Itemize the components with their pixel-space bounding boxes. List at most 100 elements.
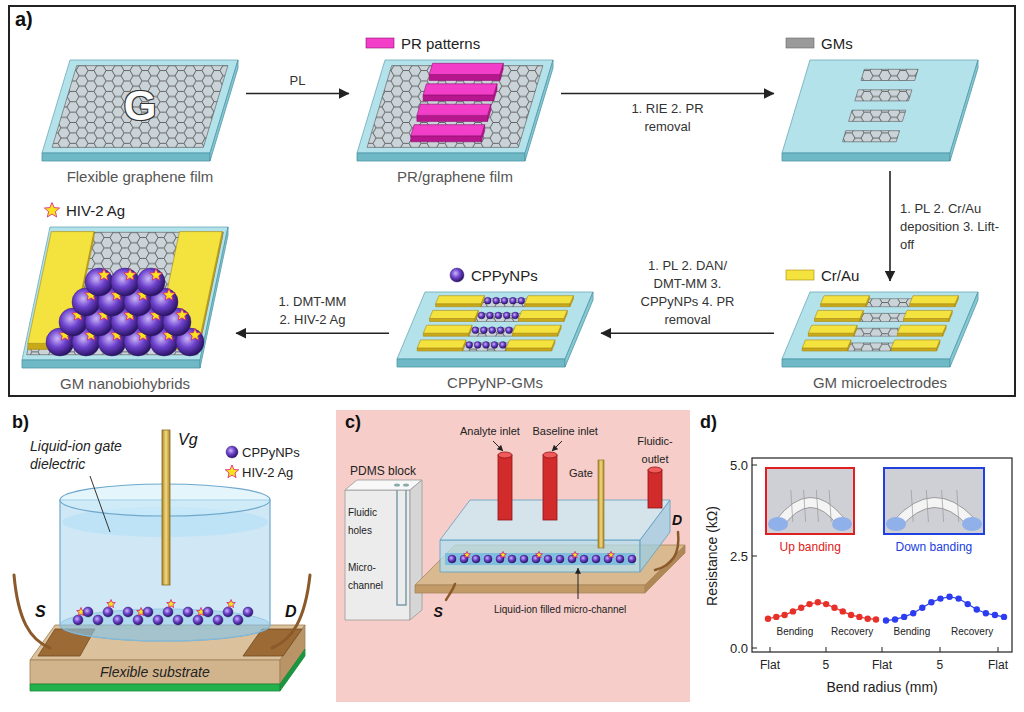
label-box: Recovery: [951, 621, 993, 639]
fluidic-port: [543, 455, 557, 520]
stage-illustration: [395, 287, 595, 371]
sheet-line: [926, 490, 928, 522]
stage-caption: CPPyNP-GMs: [447, 374, 543, 391]
data-point: [910, 610, 916, 616]
label-box: Recovery: [831, 621, 873, 639]
process-arrow: [236, 332, 389, 334]
pdms-front: [345, 490, 410, 620]
fluidic-port-top: [648, 467, 662, 473]
antigen-star: [176, 309, 188, 321]
electrode: [802, 340, 851, 348]
graphene-film: [367, 66, 543, 148]
electrode-front: [897, 333, 942, 336]
text-slot: CPPyNPs: [435, 267, 538, 284]
label-box: d): [700, 412, 717, 433]
figure-label: Liquid-ion filled micro-channel: [494, 604, 626, 615]
label-box: Gate: [569, 463, 593, 481]
label-box: Resistance (kΩ): [703, 506, 721, 606]
electrode-front: [430, 319, 475, 322]
nanoparticle: [143, 607, 153, 617]
electrode: [815, 310, 864, 318]
label-box: Flat: [760, 655, 780, 673]
step-label-box: 1. PL 2. Cr/Au deposition 3. Lift-off: [898, 199, 1002, 253]
stage-illustration: [780, 287, 980, 371]
nanoparticle: [544, 555, 552, 563]
label-box: Fluidic-outlet: [624, 431, 686, 467]
nanoparticle: [163, 607, 173, 617]
axis-tick: [770, 647, 771, 652]
nanoparticle: [83, 607, 93, 617]
process-arrow: [246, 93, 349, 95]
graphene-microchannel: [861, 69, 918, 80]
figure-label: d): [700, 412, 717, 432]
data-point: [955, 595, 961, 601]
text-slot: CPPyNP-GMs: [447, 374, 543, 392]
nanoparticle: [592, 555, 600, 563]
substrate-front: [30, 660, 280, 684]
stage-illustration: [780, 55, 980, 165]
process-stage: Cr/AuGM microelectrodes: [780, 287, 980, 371]
nanoparticle: [472, 555, 480, 563]
graphene-microchannel: [848, 343, 895, 351]
antigen-star: [124, 269, 136, 281]
nanoparticle: [484, 555, 492, 563]
electrode: [891, 340, 940, 348]
electrode-front: [815, 319, 860, 322]
data-point: [773, 614, 779, 620]
substrate-top: [397, 292, 593, 359]
axis-tick: [752, 648, 757, 649]
label-box: Baseline inlet: [533, 421, 598, 439]
photoresist-bar: [411, 125, 485, 136]
electrode: [156, 232, 222, 344]
text-slot: HIV-2 Ag: [30, 202, 125, 219]
label-box: Bend radius (mm): [827, 678, 938, 696]
figure-label: Fluidic holes: [348, 507, 377, 536]
figure-label: Recovery: [951, 626, 993, 637]
substrate-top: [357, 60, 553, 153]
figure-label: D: [285, 603, 297, 620]
electrode-front: [512, 333, 557, 336]
substrate-side: [950, 60, 978, 161]
fluidic-hole: [403, 483, 409, 486]
step-label-box: PL: [288, 71, 308, 89]
stage-heading: CPPyNPs: [471, 267, 538, 284]
electrode-front: [423, 333, 468, 336]
antigen-star: [608, 551, 615, 558]
panel-frame: GFlexible graphene filmPR patternsPR/gra…: [8, 5, 1016, 397]
nanoparticle: [580, 555, 588, 563]
nanoparticle: [448, 555, 456, 563]
step-label: PL: [290, 73, 306, 88]
figure-label: b): [12, 412, 29, 432]
electrode: [904, 310, 953, 318]
figure-label: Gate: [569, 467, 593, 479]
pdms-top: [345, 480, 422, 490]
data-point: [831, 605, 837, 611]
leader-arrow: [493, 441, 503, 451]
label-box: Liquid-ion gate dielectric: [30, 437, 145, 473]
figure-label: 5: [937, 658, 944, 672]
photoresist-bar: [423, 84, 497, 95]
photoresist-bar-front: [417, 115, 488, 121]
plot-frame: [752, 458, 1012, 652]
photoresist-bar: [417, 104, 491, 115]
label-box: CPPyNPs: [242, 443, 300, 461]
stage-caption: GM nanobiohybrids: [60, 375, 190, 392]
substrate-front: [782, 359, 950, 367]
data-point: [781, 612, 787, 618]
nanoparticle: [508, 555, 516, 563]
figure-label: Baseline inlet: [533, 425, 598, 437]
panel-d-chart: [752, 458, 1012, 652]
nanoparticle: [193, 615, 203, 625]
photo-inset: [766, 468, 854, 534]
source-wire: [446, 584, 455, 600]
data-point: [983, 610, 989, 616]
nanoparticle: [123, 607, 133, 617]
nanoparticle: [520, 555, 528, 563]
antigen-star: [536, 551, 543, 558]
gloved-hand: [962, 517, 982, 531]
electrode: [430, 310, 479, 318]
key-swatch: [785, 267, 815, 283]
label-box: 0.0: [730, 639, 748, 657]
label-box: Bending: [894, 621, 931, 639]
